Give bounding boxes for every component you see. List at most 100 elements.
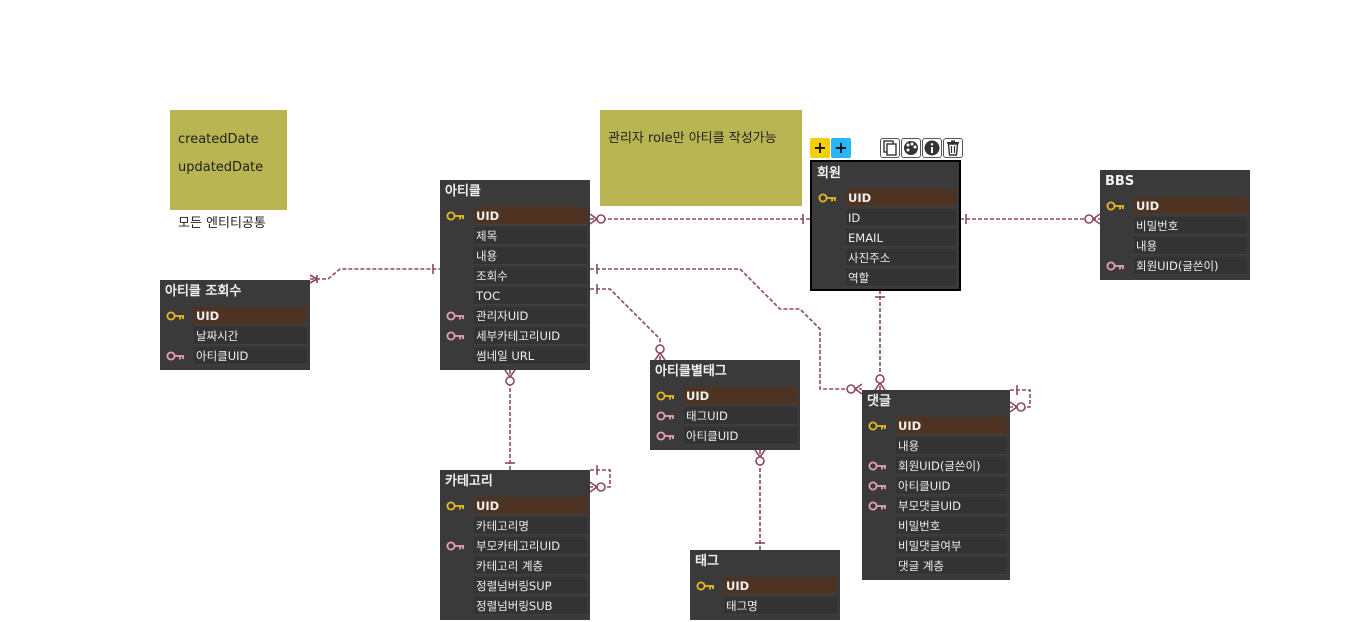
info-icon[interactable] [922,138,942,158]
column-name: 태그명 [724,597,837,615]
note-common-fields[interactable]: createdDate updatedDate 모든 엔티티공통 [170,110,287,231]
column-row[interactable]: 비밀번호 [862,516,1010,536]
column-name: 비밀번호 [1134,217,1247,235]
column-row[interactable]: 썸네일 URL [440,346,590,366]
column-name: UID [724,577,837,595]
column-name: 역할 [846,269,956,287]
column-row[interactable]: 회원UID(글쓴이) [862,456,1010,476]
column-row[interactable]: 날짜시간 [160,326,310,346]
primary-key-row[interactable]: UID [650,386,800,406]
note-admin-role[interactable]: 관리자 role만 아티클 작성가능 [600,110,802,206]
column-name: 제목 [474,227,587,245]
primary-key-icon [868,418,888,434]
column-row[interactable]: 정렬넘버링SUB [440,596,590,616]
add-yellow-button[interactable]: + [810,138,830,158]
column-row[interactable]: 아티클UID [160,346,310,366]
column-row[interactable]: 제목 [440,226,590,246]
column-row[interactable]: 정렬넘버링SUP [440,576,590,596]
column-row[interactable]: 태그명 [690,596,840,616]
column-row[interactable]: TOC [440,286,590,306]
table-title: 아티클 조회수 [165,284,242,299]
column-name: UID [194,307,307,325]
note-line: createdDate [178,132,259,147]
column-name: 조회수 [474,267,587,285]
primary-key-row[interactable]: UID [812,188,959,208]
column-row[interactable]: 세부카테고리UID [440,326,590,346]
primary-key-row[interactable]: UID [440,496,590,516]
column-name: 아티클UID [684,427,797,445]
column-row[interactable]: 회원UID(글쓴이) [1100,256,1250,276]
column-name: UID [474,207,587,225]
column-name: 부모댓글UID [896,497,1007,515]
primary-key-row[interactable]: UID [862,416,1010,436]
table-title: 회원 [817,166,841,181]
column-name: 댓글 계층 [896,557,1007,575]
column-name: UID [1134,197,1247,215]
column-name: 카테고리 계층 [474,557,587,575]
column-name: 아티클UID [896,477,1007,495]
column-row[interactable]: 내용 [862,436,1010,456]
copy-icon[interactable] [880,138,900,158]
column-name: UID [684,387,797,405]
column-name: UID [896,417,1007,435]
rel-comment-self [1010,389,1031,408]
column-row[interactable]: 관리자UID [440,306,590,326]
foreign-key-icon [1106,258,1126,274]
column-row[interactable]: 카테고리 계층 [440,556,590,576]
primary-key-row[interactable]: UID [440,206,590,226]
column-row[interactable]: 부모댓글UID [862,496,1010,516]
trash-icon[interactable] [943,138,963,158]
column-row[interactable]: 부모카테고리UID [440,536,590,556]
column-name: 관리자UID [474,307,587,325]
foreign-key-icon [868,498,888,514]
table-title: BBS [1105,174,1135,189]
note-line: updatedDate [178,160,264,175]
column-name: 회원UID(글쓴이) [1134,257,1247,275]
column-row[interactable]: 내용 [440,246,590,266]
palette-icon[interactable] [901,138,921,158]
primary-key-icon [166,308,186,324]
column-row[interactable]: 태그UID [650,406,800,426]
column-row[interactable]: EMAIL [812,228,959,248]
primary-key-row[interactable]: UID [160,306,310,326]
column-name: ID [846,209,956,227]
column-row[interactable]: ID [812,208,959,228]
foreign-key-icon [868,458,888,474]
primary-key-icon [446,498,466,514]
column-row[interactable]: 비밀댓글여부 [862,536,1010,556]
column-row[interactable]: 아티클UID [862,476,1010,496]
primary-key-icon [696,578,716,594]
column-name: 썸네일 URL [474,347,587,365]
rel-article-articletag [590,288,661,360]
column-row[interactable]: 역할 [812,268,959,288]
column-row[interactable]: 내용 [1100,236,1250,256]
column-row[interactable]: 댓글 계층 [862,556,1010,576]
column-name: 아티클UID [194,347,307,365]
table-title: 카테고리 [445,474,493,489]
column-row[interactable]: 카테고리명 [440,516,590,536]
column-name: TOC [474,287,587,305]
column-row[interactable]: 비밀번호 [1100,216,1250,236]
column-name: 정렬넘버링SUB [474,597,587,615]
primary-key-row[interactable]: UID [1100,196,1250,216]
column-name: 사진주소 [846,249,956,267]
foreign-key-icon [656,428,676,444]
column-row[interactable]: 조회수 [440,266,590,286]
primary-key-row[interactable]: UID [690,576,840,596]
note-line: 모든 엔티티공통 [178,216,266,231]
add-blue-button[interactable]: + [831,138,851,158]
column-name: 비밀번호 [896,517,1007,535]
column-name: 정렬넘버링SUP [474,577,587,595]
column-name: 세부카테고리UID [474,327,587,345]
column-row[interactable]: 아티클UID [650,426,800,446]
column-name: 카테고리명 [474,517,587,535]
column-row[interactable]: 사진주소 [812,248,959,268]
